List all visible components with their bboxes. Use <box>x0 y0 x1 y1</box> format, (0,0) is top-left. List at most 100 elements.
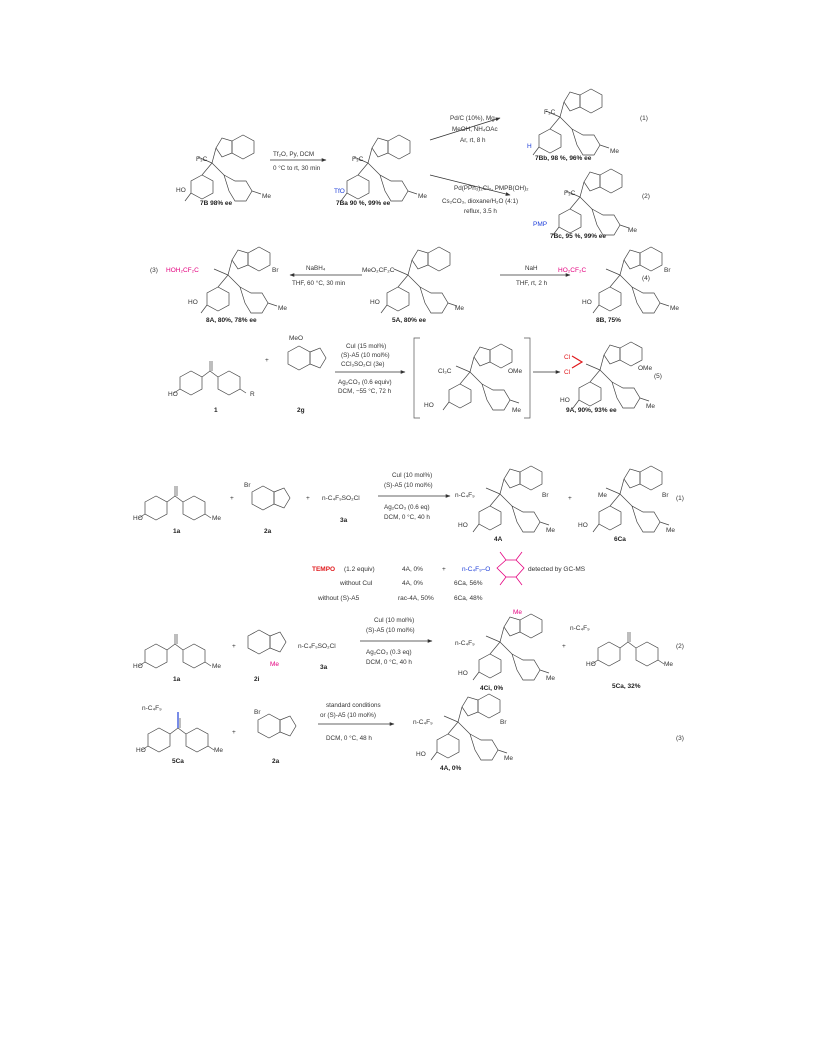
reactant-2g-label: 2g <box>297 407 305 414</box>
me-label-mid3: Me <box>670 305 679 312</box>
left-cond-2: THF, 60 °C, 30 min <box>292 279 346 287</box>
eq3-mid: (3) <box>150 267 158 274</box>
m3-br-prod: Br <box>500 719 507 726</box>
r-label: R <box>250 391 255 398</box>
m2-nme: Me <box>270 661 279 668</box>
tempo-ring <box>496 551 525 586</box>
cf3-label-3: F₃C <box>544 109 556 116</box>
eq5-number: (5) <box>654 373 662 380</box>
ho-m2: HO <box>133 663 143 670</box>
m2-plus1: + <box>232 643 236 650</box>
right-cond-1: NaH <box>525 265 538 272</box>
m2-me-prod: Me <box>546 675 555 682</box>
eq5-cond-5: DCM, −55 °C, 72 h <box>338 387 392 395</box>
m2-rf-5ca: n-C₄F₉ <box>570 625 590 632</box>
ho-m1: HO <box>133 515 143 522</box>
m3-5ca: 5Ca <box>172 758 184 765</box>
left-cond-1: NaBH₄ <box>306 265 326 272</box>
me-label-mid1: Me <box>278 305 287 312</box>
m1-cond-2: (S)-A5 (10 mol%) <box>384 482 433 489</box>
dichlorovinyl-bond <box>571 355 584 369</box>
r2-cond-3: reflux, 3.5 h <box>464 208 497 215</box>
cl3c-label: Cl₃C <box>438 368 452 375</box>
m3-ho-prod: HO <box>416 751 426 758</box>
m3-plus: + <box>232 729 236 736</box>
m2-rfso2cl: n-C₄F₉SO₂Cl <box>298 643 336 650</box>
eq5-block: HO R 1 + MeO 2g CuI (15 mol%) (S)-A5 (10… <box>168 335 662 419</box>
m3-cond-2: or (S)-A5 (10 mol%) <box>320 712 376 719</box>
step1-conditions: 0 °C to rt, 30 min <box>273 164 321 172</box>
without-ligand-4a: rac-4A, 50% <box>398 595 434 602</box>
ho-label-mid2: HO <box>370 299 380 306</box>
m2-ho-prod: HO <box>458 670 468 677</box>
m2-cond-1: CuI (10 mol%) <box>374 617 414 624</box>
m1-1a: 1a <box>173 528 181 535</box>
eq5-cond-1: CuI (15 mol%) <box>346 343 386 350</box>
p1-7bb-label: 7Bb, 98 %, 96% ee <box>535 155 592 162</box>
cf3-label-4: F₃C <box>564 190 576 197</box>
r1-cond-3: Ar, rt, 8 h <box>460 137 486 144</box>
me-label-3: Me <box>610 148 619 155</box>
eq4-mid: (4) <box>642 275 650 282</box>
me-m2: Me <box>212 663 221 670</box>
ho-label-mid3: HO <box>582 299 592 306</box>
m1-br-prod: Br <box>542 492 549 499</box>
m2-1a: 1a <box>173 676 181 683</box>
m1-rfso2cl: n-C₄F₉SO₂Cl <box>322 495 360 502</box>
m1-cond-4: DCM, 0 °C, 40 h <box>384 513 430 521</box>
p2-7bc-label: 7Bc, 95 %, 99% ee <box>550 233 606 240</box>
m1-br-6ca: Br <box>662 492 669 499</box>
m1-ho-6ca: HO <box>578 522 588 529</box>
ho-int-label: HO <box>424 402 434 409</box>
cl-label-1: Cl <box>564 354 571 361</box>
m3-cond-1: standard conditions <box>326 702 381 709</box>
ome-int-label: OMe <box>508 368 522 375</box>
hoh2cf2c-label: HOH₂CF₂C <box>166 267 199 274</box>
m1-br: Br <box>244 482 251 489</box>
ho-label: HO <box>176 187 186 194</box>
m2-cond-3: Ag₂CO₃ (0.3 eq) <box>366 649 412 656</box>
m2-rf-prod: n-C₄F₉ <box>455 640 475 647</box>
8a-label: 8A, 80%, 78% ee <box>206 317 257 324</box>
mechanism-block: HO Me 1a + Br 2a + n-C₄F₉SO₂Cl 3a CuI (1… <box>133 465 684 772</box>
without-cui-4a: 4A, 0% <box>402 580 423 587</box>
me-label-4: Me <box>628 227 637 234</box>
m1-cond-1: CuI (10 mol%) <box>392 472 432 479</box>
step1-reagent: Tf₂O, Py, DCM <box>273 151 314 158</box>
ho-m3: HO <box>136 747 146 754</box>
reactant-1-label: 1 <box>214 407 218 414</box>
m2-5ca: 5Ca, 32% <box>612 683 641 690</box>
m3-rf-prod: n-C₄F₉ <box>413 719 433 726</box>
m2-3a: 3a <box>320 664 328 671</box>
m3-cond-3: DCM, 0 °C, 48 h <box>326 734 372 742</box>
m2-me-5ca: Me <box>664 661 673 668</box>
r1-cond-1: Pd/C (10%), Mg <box>450 115 495 122</box>
ho-prod-label: HO <box>560 397 570 404</box>
m3-rf: n-C₄F₉ <box>142 705 162 712</box>
m2-ho-5ca: HO <box>586 661 596 668</box>
m2-plus3: + <box>562 643 566 650</box>
without-ligand: without (S)-A5 <box>317 595 360 602</box>
m1-rf-prod: n-C₄F₉ <box>455 492 475 499</box>
m1-2a: 2a <box>264 528 272 535</box>
without-ligand-6ca: 6Ca, 48% <box>454 595 483 602</box>
m3-2a: 2a <box>272 758 280 765</box>
sm-7b-label: 7B 98% ee <box>200 200 233 207</box>
eq5-cond-4: Ag₂CO₃ (0.6 equiv) <box>338 379 392 386</box>
m1-me2-6ca: Me <box>666 527 675 534</box>
tempo-equiv: (1.2 equiv) <box>344 566 375 573</box>
m3-4a: 4A, 0% <box>440 765 462 772</box>
right-cond-2: THF, rt, 2 h <box>516 280 548 287</box>
cf3-label-2: F₃C <box>352 156 364 163</box>
m2-cond-2: (S)-A5 (10 mol%) <box>366 627 415 634</box>
br-label-1: Br <box>272 267 279 274</box>
r2-cond-2: Cs₂CO₃, dioxane/H₂O (4:1) <box>442 198 518 205</box>
m1-3a: 3a <box>340 517 348 524</box>
eq2-top: (2) <box>642 193 650 200</box>
tempo-adduct: n-C₄F₉–O <box>462 566 490 573</box>
cl-label-2: Cl <box>564 369 571 376</box>
9a-label: 9A, 90%, 93% ee <box>566 407 617 414</box>
plus-eq5: + <box>265 357 269 364</box>
m-eq2: (2) <box>676 643 684 650</box>
m2-2i: 2i <box>254 676 260 683</box>
